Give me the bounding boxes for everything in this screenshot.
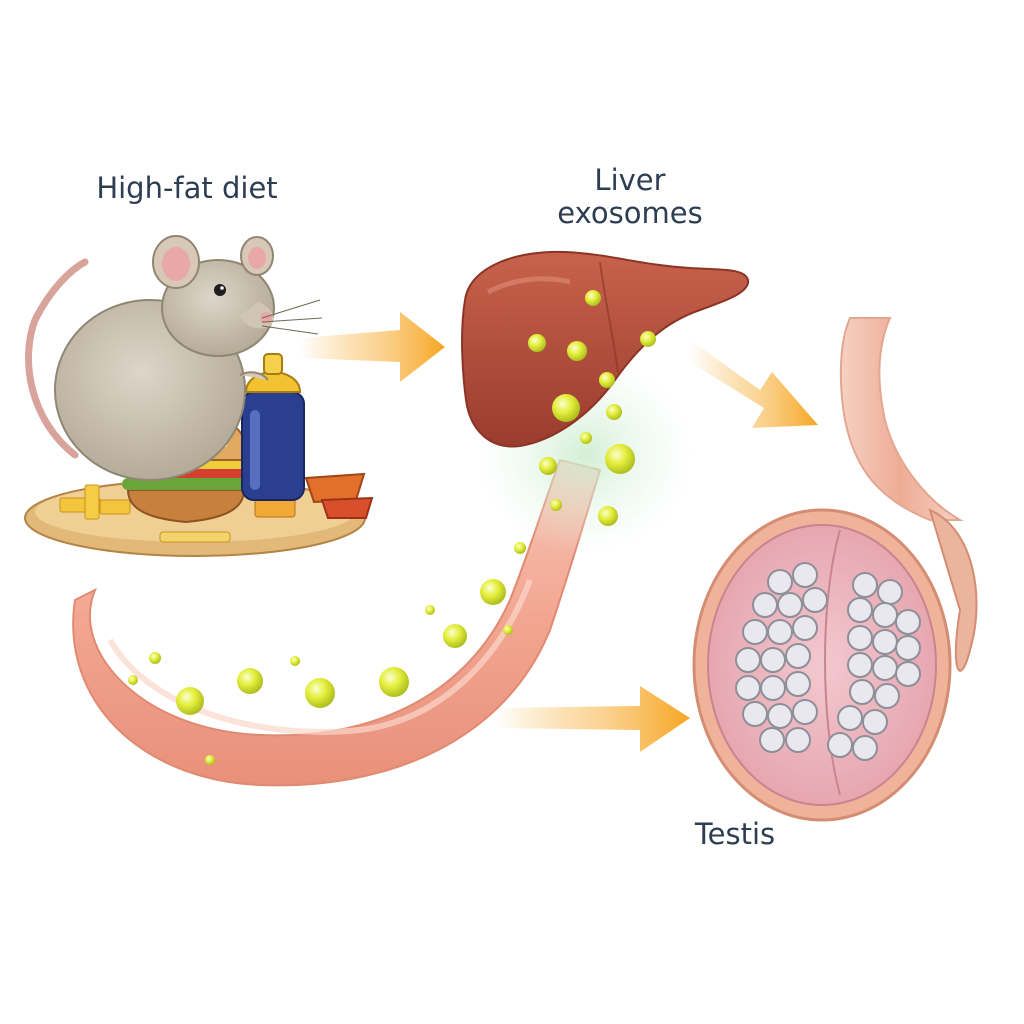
- sauce-cups: [304, 472, 374, 519]
- arrow-vessel-to-testis: [495, 686, 690, 752]
- testis-icon: [692, 317, 978, 822]
- arrow-liver-to-cord: [690, 340, 818, 428]
- exosome-icon: [128, 290, 656, 765]
- label-liver-exosomes: Liver exosomes: [557, 163, 703, 231]
- label-testis: Testis: [694, 817, 776, 851]
- liver-icon: [461, 250, 750, 448]
- arrow-diet-to-liver: [300, 312, 445, 382]
- soda-bottle-icon: [241, 353, 305, 501]
- seminiferous-tubules: [735, 562, 921, 761]
- label-high-fat-diet: High-fat diet: [96, 171, 278, 205]
- rat-icon: [25, 235, 323, 481]
